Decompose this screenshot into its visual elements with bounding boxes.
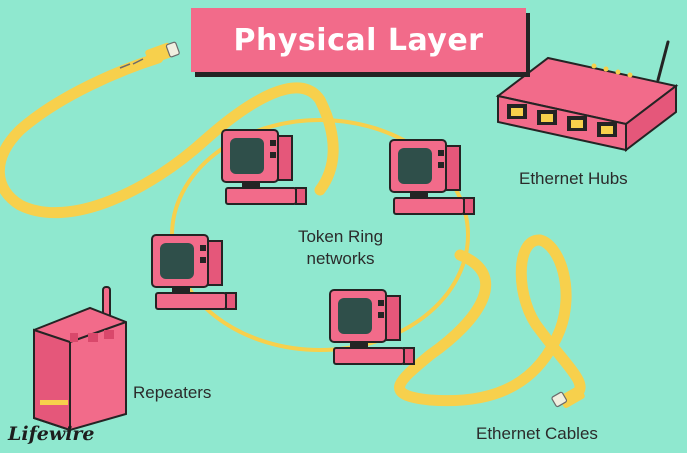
computer-top-right bbox=[389, 139, 475, 215]
repeater-device bbox=[33, 286, 127, 432]
title-banner: Physical Layer bbox=[191, 8, 526, 72]
label-token-ring-line2: networks bbox=[306, 249, 375, 268]
computer-left bbox=[151, 234, 237, 310]
computer-top-left bbox=[221, 129, 307, 205]
label-token-ring-line1: Token Ring bbox=[297, 227, 384, 246]
label-ethernet-cables: Ethernet Cables bbox=[476, 424, 598, 443]
ethernet-cable-top-left bbox=[0, 41, 339, 219]
computer-bottom bbox=[329, 289, 415, 365]
ethernet-cable-bottom-right bbox=[394, 234, 586, 408]
label-ethernet-hubs: Ethernet Hubs bbox=[519, 169, 628, 188]
page-title: Physical Layer bbox=[233, 22, 484, 58]
ethernet-hub bbox=[495, 40, 679, 153]
label-token-ring: Token Ring networks bbox=[288, 226, 393, 270]
brand-logo: Lifewire bbox=[8, 423, 95, 445]
label-repeaters: Repeaters bbox=[133, 383, 212, 402]
